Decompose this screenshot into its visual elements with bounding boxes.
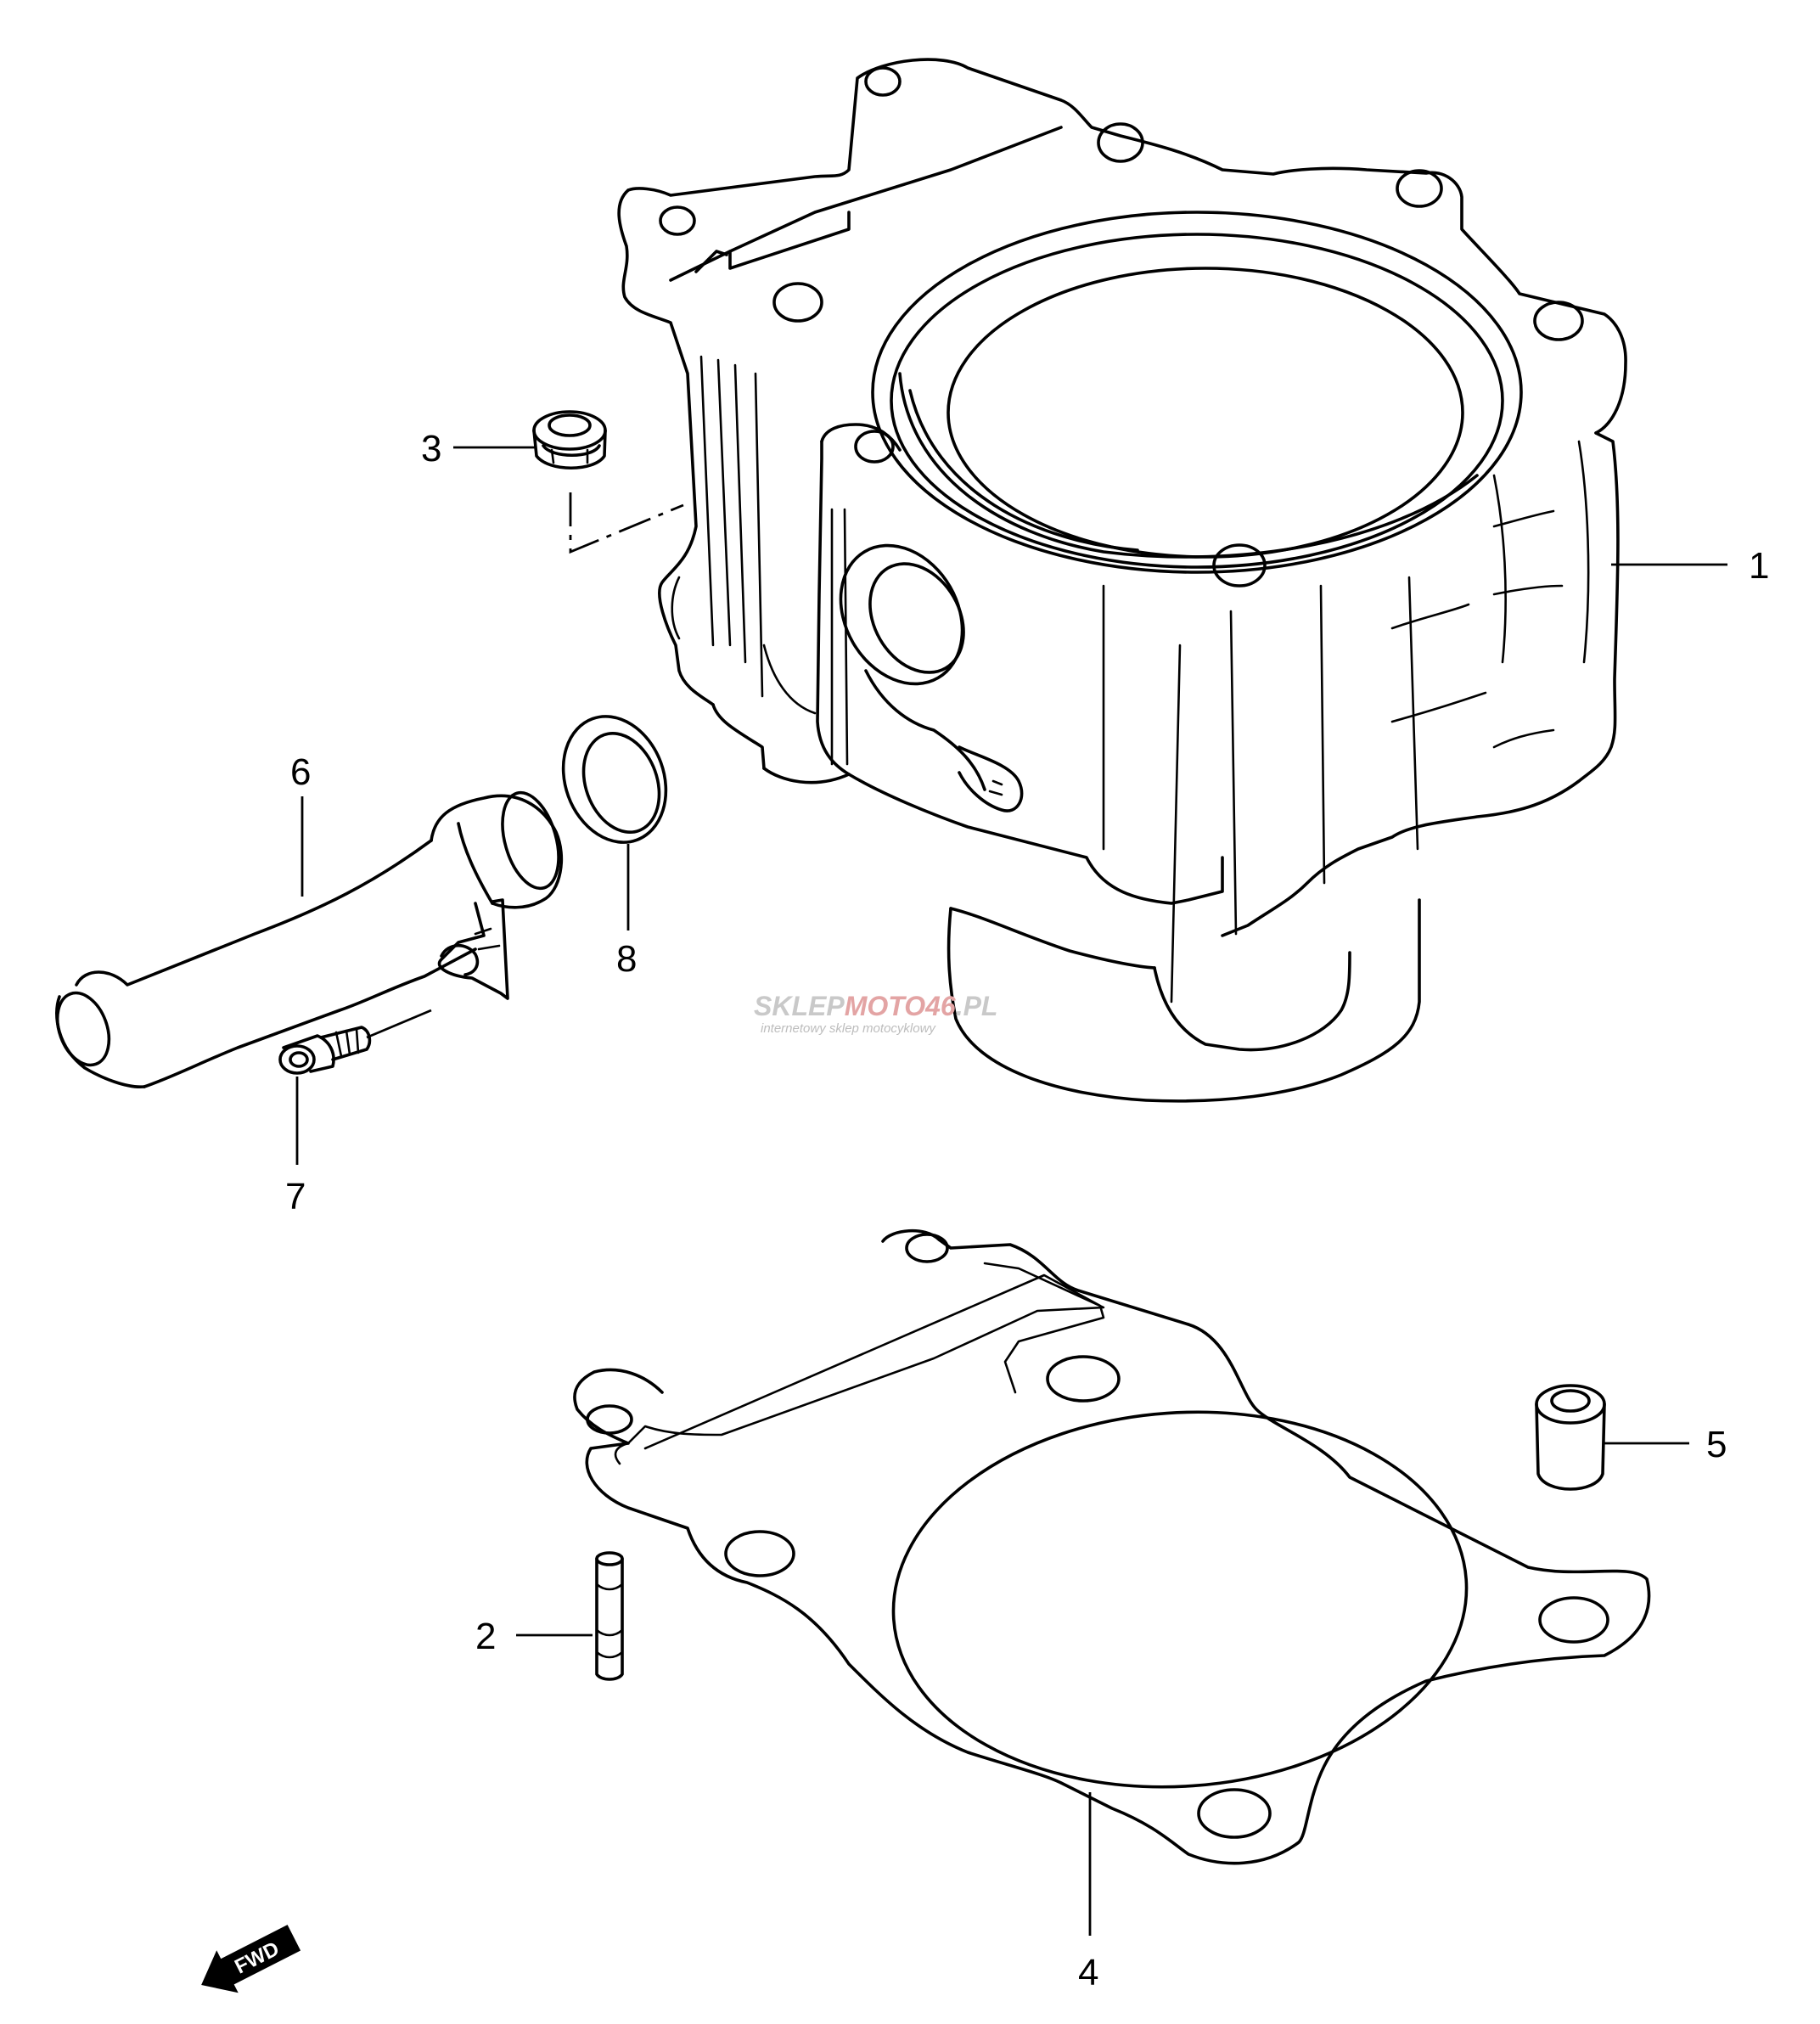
watermark-brand-d: .PL — [956, 991, 998, 1021]
watermark: SKLEPMOTO46.PL internetowy sklep motocyk… — [754, 991, 997, 1036]
fwd-arrow-icon: FWD — [201, 1925, 301, 1993]
watermark-tagline: internetowy sklep motocyklowy — [761, 1021, 936, 1036]
callout-3: 3 — [421, 428, 441, 469]
callout-4: 4 — [1078, 1952, 1098, 1993]
watermark-brand-c: 46 — [924, 991, 956, 1021]
callout-7: 7 — [285, 1176, 306, 1217]
callout-5: 5 — [1706, 1424, 1727, 1465]
o-ring — [561, 715, 668, 844]
cylinder-gasket — [573, 1228, 1651, 1865]
nut — [532, 410, 607, 469]
svg-text:SKLEPMOTO46.PL: SKLEPMOTO46.PL — [754, 991, 997, 1021]
dowel — [1535, 1384, 1606, 1491]
callout-1: 1 — [1749, 545, 1769, 587]
callout-2: 2 — [475, 1616, 496, 1657]
stud-pin — [595, 1551, 624, 1681]
callout-8: 8 — [616, 938, 637, 980]
bolt — [278, 1009, 432, 1075]
cylinder — [617, 58, 1627, 1103]
watermark-brand-b: MOTO — [845, 991, 926, 1021]
callout-6: 6 — [290, 751, 311, 793]
watermark-brand-a: SKLEP — [754, 991, 845, 1021]
water-pipe — [55, 790, 564, 1088]
